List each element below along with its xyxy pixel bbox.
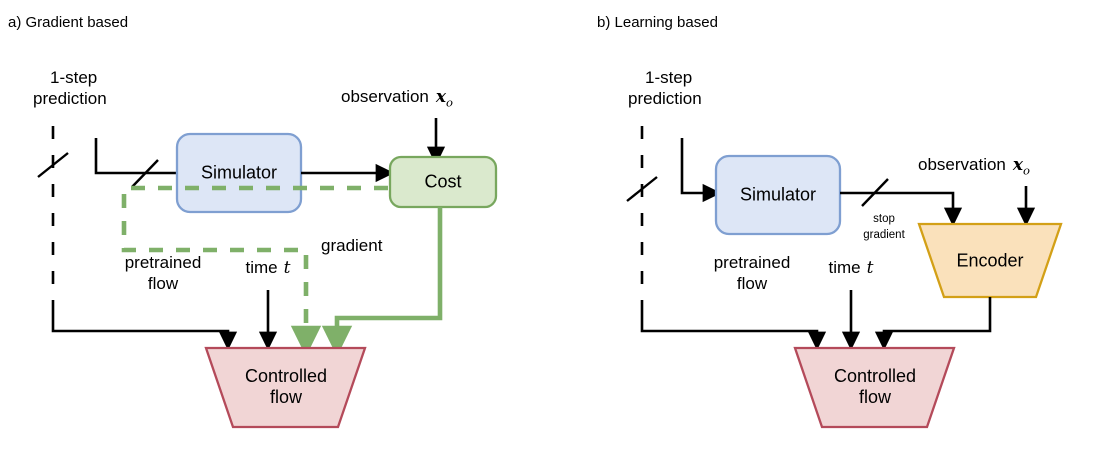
a-observation-variable: xo xyxy=(435,87,453,110)
b-observation-label: observation xo xyxy=(918,155,1030,178)
a-simulator-label: Simulator xyxy=(200,162,278,183)
b-observation-word: observation xyxy=(918,155,1006,174)
b-pretrained-label-line1: pretrained xyxy=(713,253,791,272)
b-stop-gradient-label-line2: gradient xyxy=(863,229,905,241)
a-pretrained-slash-icon xyxy=(37,152,69,178)
b-observation-subscript: o xyxy=(1023,163,1030,178)
b-onestep-label-line2: prediction xyxy=(628,89,702,108)
b-pretrained-solid-elbow xyxy=(640,300,827,351)
b-encoder-to-flow-arrow xyxy=(874,297,992,351)
b-simulator-to-encoder-path xyxy=(840,178,963,227)
a-controlled-flow-trapezoid xyxy=(204,346,367,429)
a-observation-label: observation xo xyxy=(341,87,453,110)
b-controlled-flow-label-line1: Controlled xyxy=(833,366,917,387)
b-simulator-label: Simulator xyxy=(739,184,817,205)
a-controlled-flow-label-line2: flow xyxy=(269,387,303,407)
panel-a-title: a) Gradient based xyxy=(8,14,129,31)
a-onestep-label-line2: prediction xyxy=(33,89,107,108)
b-encoder-label: Encoder xyxy=(956,250,1024,271)
a-onestep-prediction-path xyxy=(94,138,177,188)
b-time-word: time xyxy=(828,258,861,277)
a-cost-label: Cost xyxy=(424,171,462,192)
b-pretrained-slash-icon xyxy=(626,176,658,202)
a-onestep-line xyxy=(94,138,177,175)
a-observation-subscript: o xyxy=(446,95,453,110)
b-controlled-flow-trapezoid xyxy=(793,346,956,429)
panel-b-title: b) Learning based xyxy=(597,14,718,31)
b-encoder-trapezoid xyxy=(917,222,1063,299)
a-pretrained-solid-elbow xyxy=(51,300,238,351)
a-gradient-dashed-path xyxy=(121,185,388,357)
b-onestep-prediction-arrow xyxy=(680,138,722,203)
a-gradient-label: gradient xyxy=(321,236,383,255)
b-stop-gradient-label-line1: stop xyxy=(873,213,895,225)
b-pretrained-flow-path xyxy=(626,126,827,351)
a-pretrained-flow-path xyxy=(37,126,238,351)
a-time-variable: t xyxy=(283,258,291,278)
b-simulator-box xyxy=(714,154,842,236)
a-controlled-flow-label-line1: Controlled xyxy=(244,366,328,387)
a-pretrained-label-line2: flow xyxy=(147,274,179,293)
a-time-word: time xyxy=(245,258,278,277)
a-onestep-label-line1: 1-step xyxy=(50,68,98,87)
b-time-variable: t xyxy=(866,258,874,278)
b-pretrained-label-line2: flow xyxy=(736,274,768,293)
a-cost-box xyxy=(388,155,498,209)
b-onestep-label-line1: 1-step xyxy=(645,68,693,87)
b-stop-gradient-slash-icon xyxy=(861,178,889,207)
a-onestep-slash-icon xyxy=(131,159,159,188)
a-pretrained-label-line1: pretrained xyxy=(124,253,202,272)
b-simulator-encoder-line xyxy=(840,191,963,227)
b-controlled-flow-label-line2: flow xyxy=(858,387,892,407)
a-cost-to-flow-solid-path xyxy=(321,207,443,357)
b-observation-variable: xo xyxy=(1012,155,1030,178)
a-observation-word: observation xyxy=(341,87,429,106)
